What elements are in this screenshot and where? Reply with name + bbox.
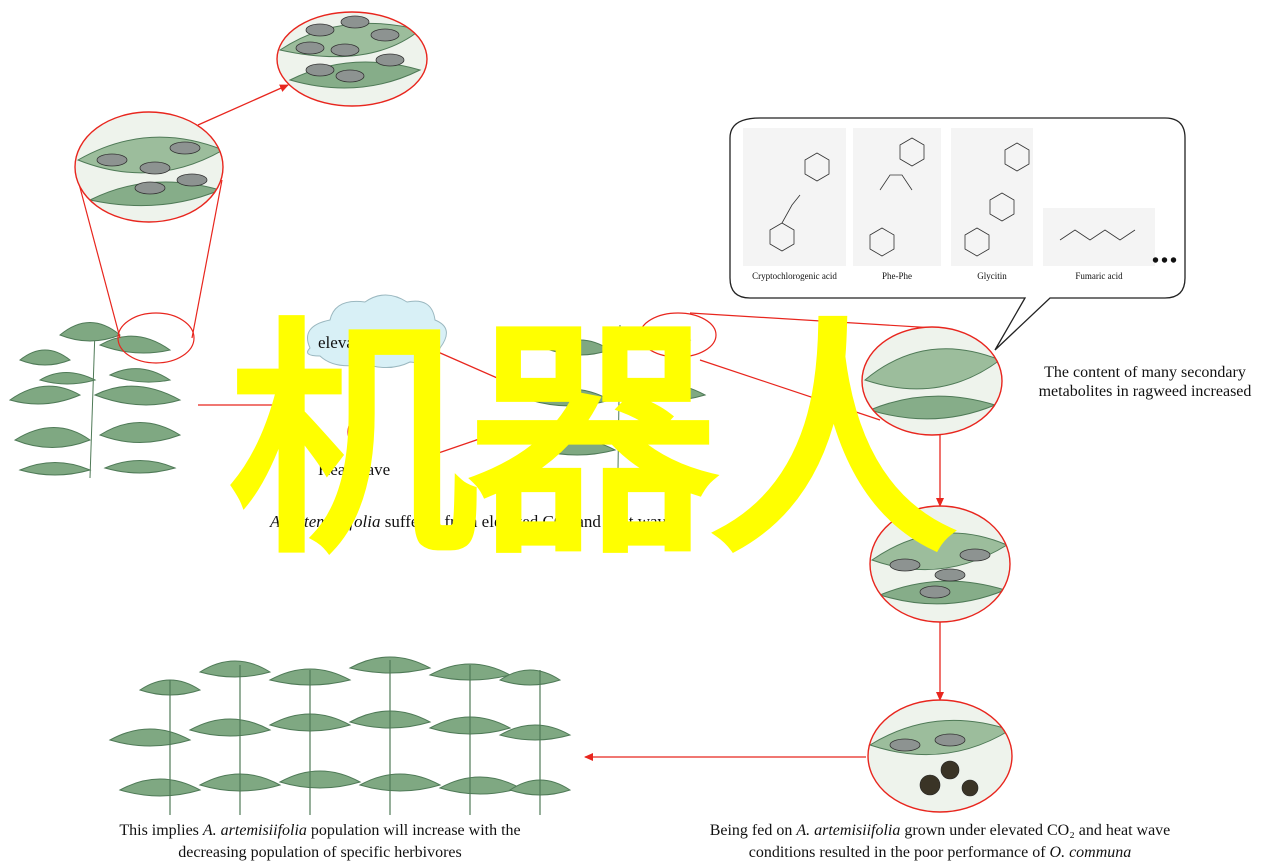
beetle-circle-bottom (867, 699, 1013, 813)
implies-line-1: This implies A. artemisiifolia populatio… (40, 820, 600, 842)
heat-wave-icon (347, 419, 357, 469)
zoom-connector-middle (639, 312, 936, 421)
ragweed-plant-field (108, 656, 572, 815)
molecule-label-phe-phe: Phe-Phe (882, 271, 912, 281)
beetle-circle-top (276, 11, 428, 107)
ragweed-plant-left (8, 322, 182, 479)
implies-pre: This implies (119, 822, 203, 839)
fed-pre: Being fed on (709, 822, 797, 839)
beetle-circle-left (74, 111, 224, 223)
watermark-text: 机器人 (228, 297, 958, 588)
arrow-co2-to-plant (437, 351, 521, 389)
content-line-1: The content of many secondary (1044, 364, 1246, 381)
molecule-label-glycitin: Glycitin (977, 271, 1007, 281)
implies-species: A. artemisiifolia (202, 822, 307, 839)
suffered-species: A. artemisiifolia (270, 512, 381, 531)
fed-line2-pre: conditions resulted in the poor performa… (748, 844, 1050, 861)
fed-species: A. artemisiifolia (796, 822, 901, 839)
content-line-2: metabolites in ragweed increased (1038, 383, 1252, 400)
fed-line-1: Being fed on A. artemisiifolia grown und… (650, 820, 1230, 842)
fed-post: grown under elevated CO₂ and heat wave (900, 822, 1171, 839)
fed-caption: Being fed on A. artemisiifolia grown und… (650, 820, 1230, 864)
more-molecules-ellipsis: ••• (1152, 250, 1180, 272)
co2-cloud (307, 294, 447, 368)
implies-post: population will increase with the (306, 822, 521, 839)
heat-wave-label: Heat wave (318, 460, 391, 479)
suffered-rest: suffered from elevated CO₂ and heat wave… (380, 512, 681, 531)
implies-caption: This implies A. artemisiifolia populatio… (40, 820, 600, 864)
fed-line2-species: O. communa (1049, 844, 1132, 861)
metabolite-increase-caption: The content of many secondary metabolite… (1010, 363, 1268, 401)
zoom-connector-left (77, 179, 223, 364)
metabolite-callout (729, 117, 1186, 351)
arrow-left-to-top (197, 84, 289, 126)
elevated-co2-label: elevated CO₂ (318, 333, 409, 352)
arrow-heat-to-plant (417, 423, 521, 461)
molecule-label-fumaric: Fumaric acid (1075, 271, 1123, 281)
flow-arrows (197, 84, 944, 761)
ragweed-plant-middle (528, 324, 707, 471)
leaf-circle-right (861, 326, 1003, 436)
suffered-caption: A. artemisiifolia suffered from elevated… (270, 512, 680, 532)
fed-line-2: conditions resulted in the poor performa… (650, 842, 1230, 864)
molecule-structures (769, 137, 1136, 257)
beetle-circle-right (869, 505, 1011, 623)
implies-line-2: decreasing population of specific herbiv… (178, 844, 462, 861)
molecule-label-cryptochlorogenic: Cryptochlorogenic acid (752, 271, 837, 281)
